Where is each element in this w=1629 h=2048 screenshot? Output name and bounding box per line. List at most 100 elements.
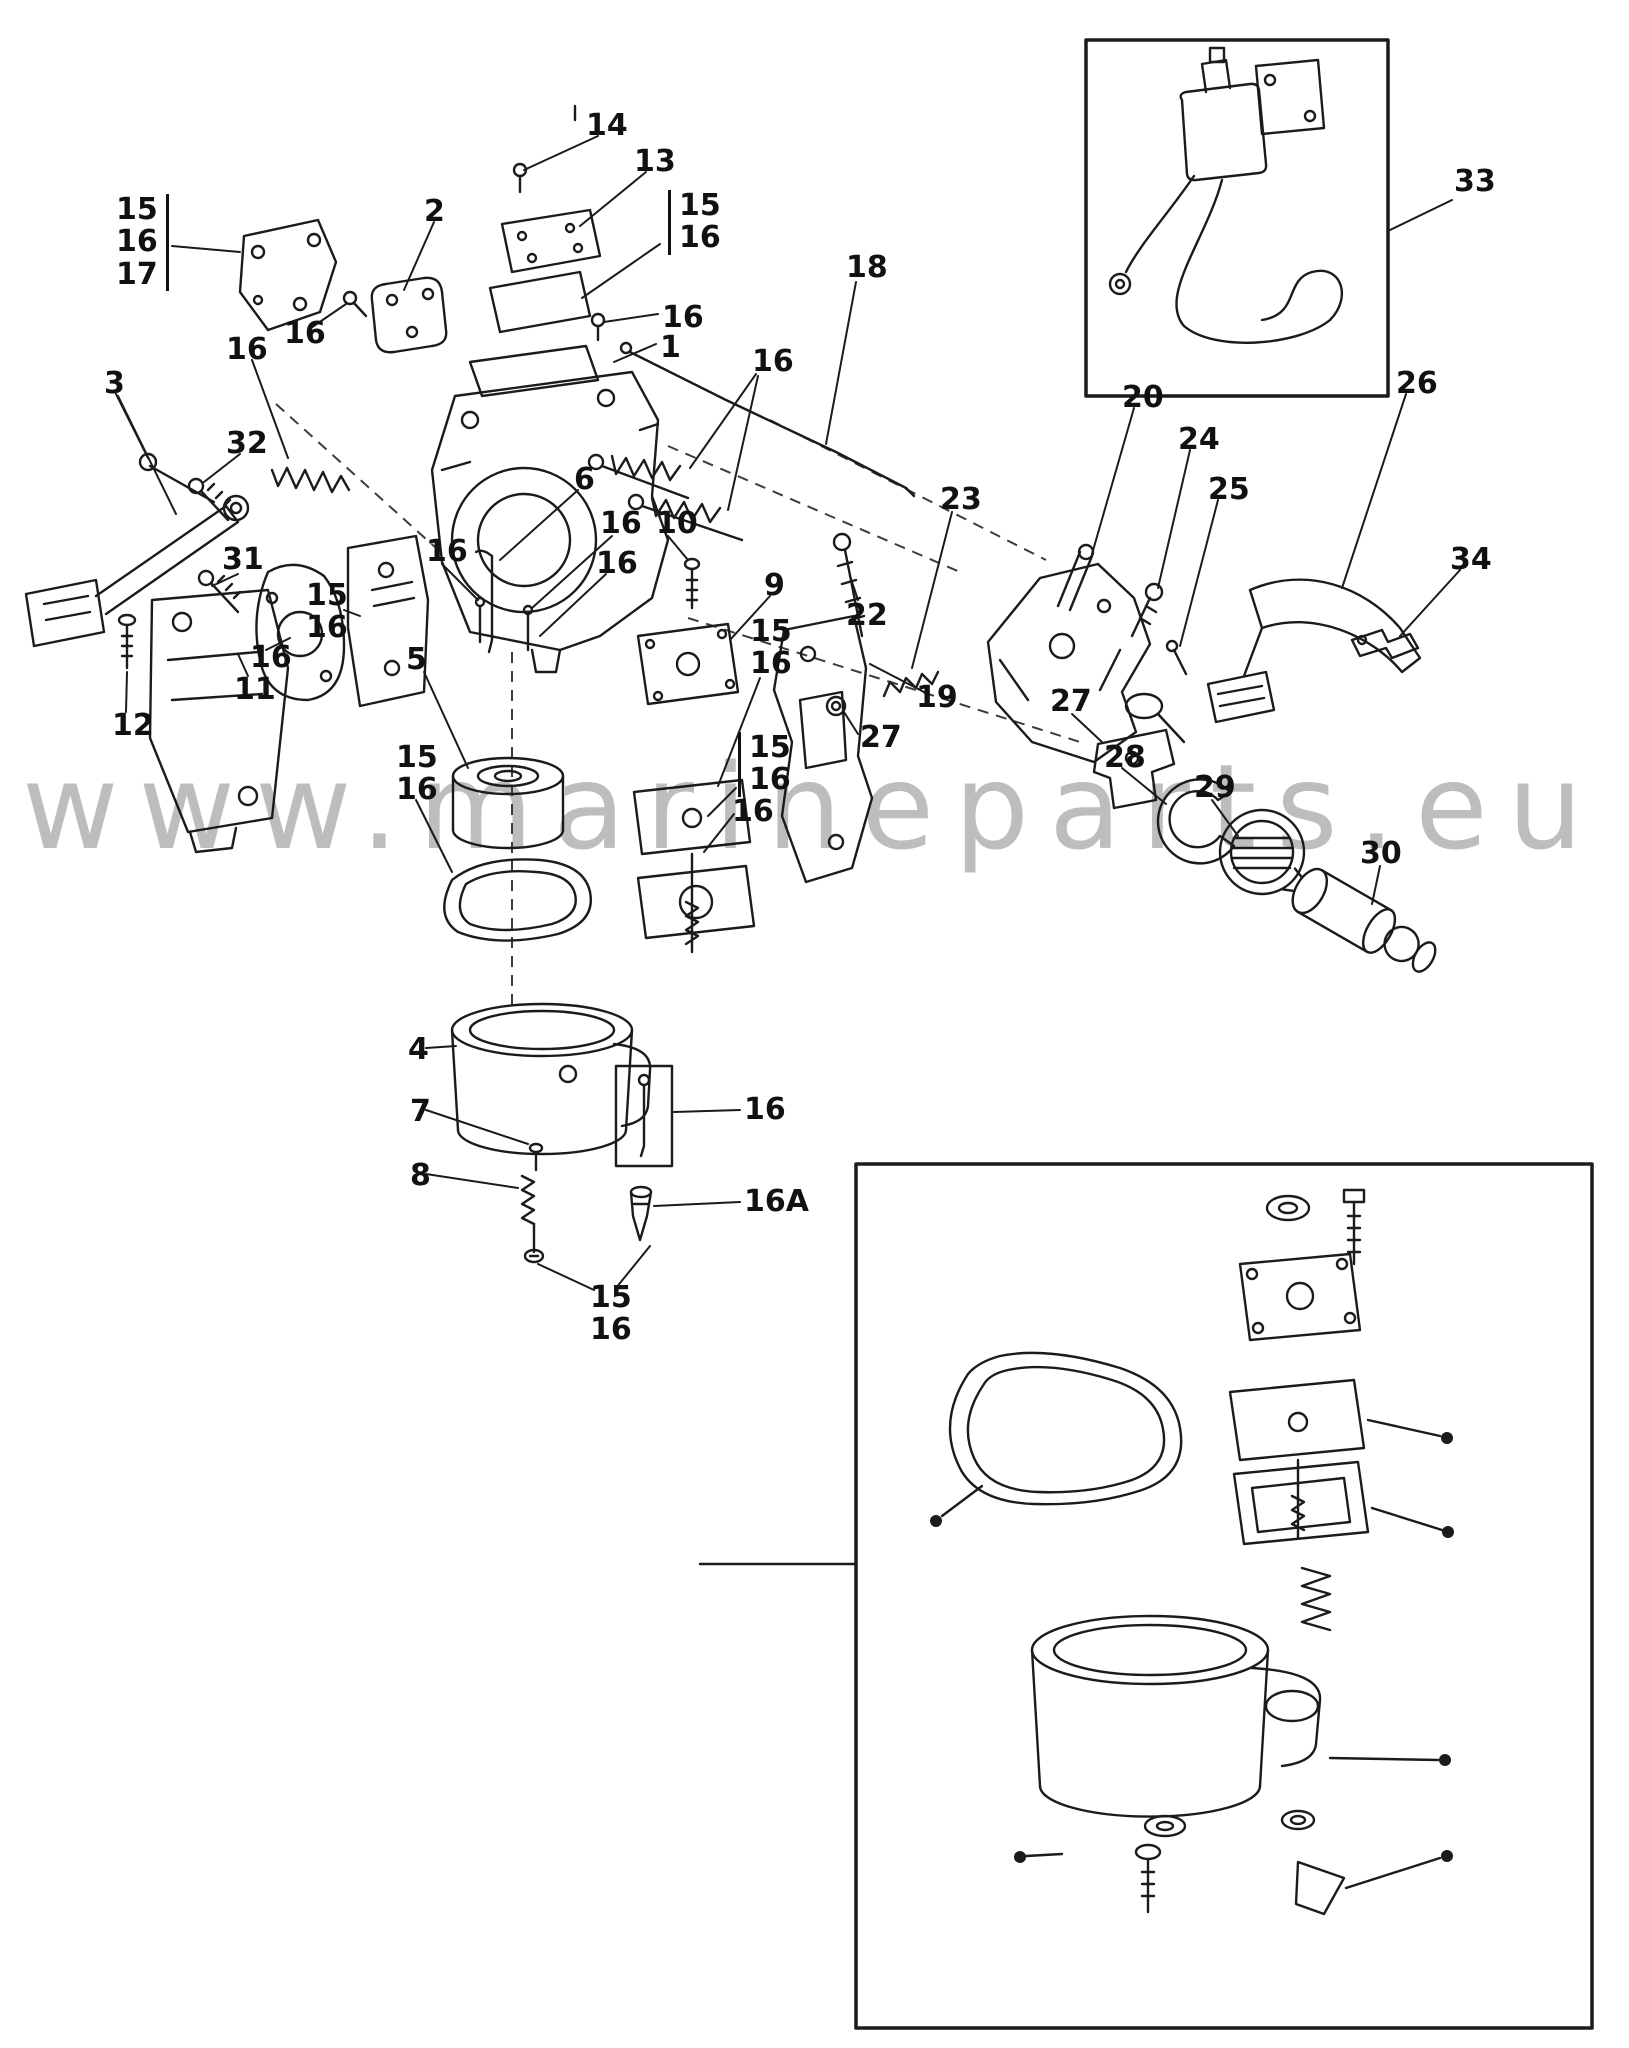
watermark: www.marineparts.eu — [22, 738, 1603, 876]
part-label-15-16-27: 15 16 — [306, 578, 348, 646]
screw-16-top-left — [342, 290, 368, 318]
part-label-1-8: 1 — [660, 330, 681, 365]
part-label-27-33: 27 — [860, 720, 902, 755]
plate-2 — [370, 276, 448, 354]
bracket-27 — [1092, 728, 1176, 810]
part-label-26-15: 26 — [1396, 366, 1438, 401]
part-label-16-19: 16 — [600, 506, 642, 541]
cover-plate-15-16-17 — [238, 218, 338, 332]
part-label-24-14: 24 — [1178, 422, 1220, 457]
part-label-16-42: 16 — [732, 794, 774, 829]
part-label-8-45: 8 — [410, 1158, 431, 1193]
needle-valve-16-box — [614, 1064, 674, 1168]
inset-box-solenoid — [1084, 38, 1390, 398]
clip-34 — [1350, 628, 1420, 660]
part-label-16-11: 16 — [752, 344, 794, 379]
adapter-plate-19 — [772, 614, 874, 884]
screw-7 — [528, 1142, 544, 1172]
pin-16-right — [522, 604, 534, 652]
pump-gasket-16 — [636, 864, 756, 940]
link-rod-18 — [619, 341, 916, 498]
jet-16a — [629, 1185, 653, 1242]
gasket-under-plate-13 — [488, 270, 592, 334]
part-label-20-13: 20 — [1122, 380, 1164, 415]
detail-bowl-gasket-large — [930, 1351, 1183, 1527]
plate-13 — [500, 208, 602, 274]
part-label-16-9: 16 — [226, 332, 268, 367]
spring-23 — [882, 670, 940, 698]
screw-31 — [197, 569, 242, 614]
detail-pump-cover — [1238, 1252, 1362, 1342]
part-label-10-20: 10 — [656, 506, 698, 541]
part-label-15-16-30: 15 16 — [750, 614, 792, 682]
inset-box-bowl-detail — [698, 1162, 1594, 2030]
part-label-27-32: 27 — [1050, 684, 1092, 719]
part-label-2-2: 2 — [424, 194, 445, 229]
throttle-arm-26 — [1206, 578, 1422, 724]
detail-washer-top — [1265, 1194, 1311, 1222]
bracket-11 — [148, 588, 290, 854]
part-label-16-22: 16 — [426, 534, 468, 569]
pin-25 — [1165, 639, 1188, 676]
valve-assembly-30 — [1281, 867, 1437, 973]
part-label-16-5: 16 — [284, 316, 326, 351]
screen-disc-29 — [1218, 808, 1306, 896]
part-label-4-43: 4 — [408, 1032, 429, 1067]
part-label-16-7: 16 — [662, 300, 704, 335]
pump-cover-9 — [636, 622, 740, 706]
pump-diaphragm-15-16 — [632, 778, 752, 954]
part-label-16-23: 16 — [596, 546, 638, 581]
solenoid-33 — [1108, 46, 1344, 344]
part-label-13-1: 13 — [634, 144, 676, 179]
washer-27-small — [825, 695, 847, 717]
detail-spring — [1300, 1566, 1332, 1632]
part-label-15-16-48: 15 16 — [590, 1280, 632, 1348]
part-label-5-29: 5 — [406, 642, 427, 677]
part-label-19-31: 19 — [916, 680, 958, 715]
part-label-23-17: 23 — [940, 482, 982, 517]
part-label-33-37: 33 — [1454, 164, 1496, 199]
idle-screw-8 — [520, 1174, 545, 1264]
part-label-15-16-41: 15 16 — [738, 731, 791, 797]
screw-spring-16-upper — [587, 453, 690, 500]
part-label-11-38: 11 — [234, 672, 276, 707]
part-label-32-12: 32 — [226, 426, 268, 461]
screw-24 — [1130, 582, 1164, 638]
part-label-3-10: 3 — [104, 366, 125, 401]
part-label-18-6: 18 — [846, 250, 888, 285]
detail-bolt — [1342, 1188, 1366, 1266]
pin-16-left — [474, 596, 486, 644]
part-label-31-21: 31 — [222, 542, 264, 577]
part-label-25-16: 25 — [1208, 472, 1250, 507]
float-5 — [451, 756, 565, 850]
part-label-12-39: 12 — [112, 708, 154, 743]
backing-plate-left — [346, 534, 430, 708]
bowl-gasket-15-16 — [443, 858, 592, 942]
part-label-15-16-40: 15 16 — [396, 740, 438, 808]
screw-32 — [187, 477, 232, 522]
detail-bowl — [1030, 1614, 1322, 1818]
part-label-6-18: 6 — [574, 462, 595, 497]
part-label-34-24: 34 — [1450, 542, 1492, 577]
detail-under-bowl-parts — [1014, 1754, 1453, 1916]
part-label-7-44: 7 — [410, 1094, 431, 1129]
choke-bracket-assembly — [986, 562, 1186, 764]
part-label-16-28: 16 — [250, 640, 292, 675]
throttle-lever-3 — [24, 452, 250, 648]
part-label-16-46: 16 — [744, 1092, 786, 1127]
part-label-15-16-4: 15 16 — [668, 189, 721, 255]
part-label-15-16-17-3: 15 16 17 — [116, 193, 169, 292]
screw-spring-16-lower — [627, 493, 744, 542]
part-label-22-26: 22 — [846, 598, 888, 633]
needle-6 — [474, 549, 494, 654]
part-label-30-36: 30 — [1360, 836, 1402, 871]
part-label-16A-47: 16A — [744, 1184, 809, 1219]
detail-gasket-small — [1232, 1460, 1454, 1546]
screw-16-top-right — [590, 312, 606, 342]
screw-10 — [683, 557, 701, 610]
part-label-29-35: 29 — [1194, 770, 1236, 805]
detail-diaphragm — [1228, 1378, 1453, 1540]
